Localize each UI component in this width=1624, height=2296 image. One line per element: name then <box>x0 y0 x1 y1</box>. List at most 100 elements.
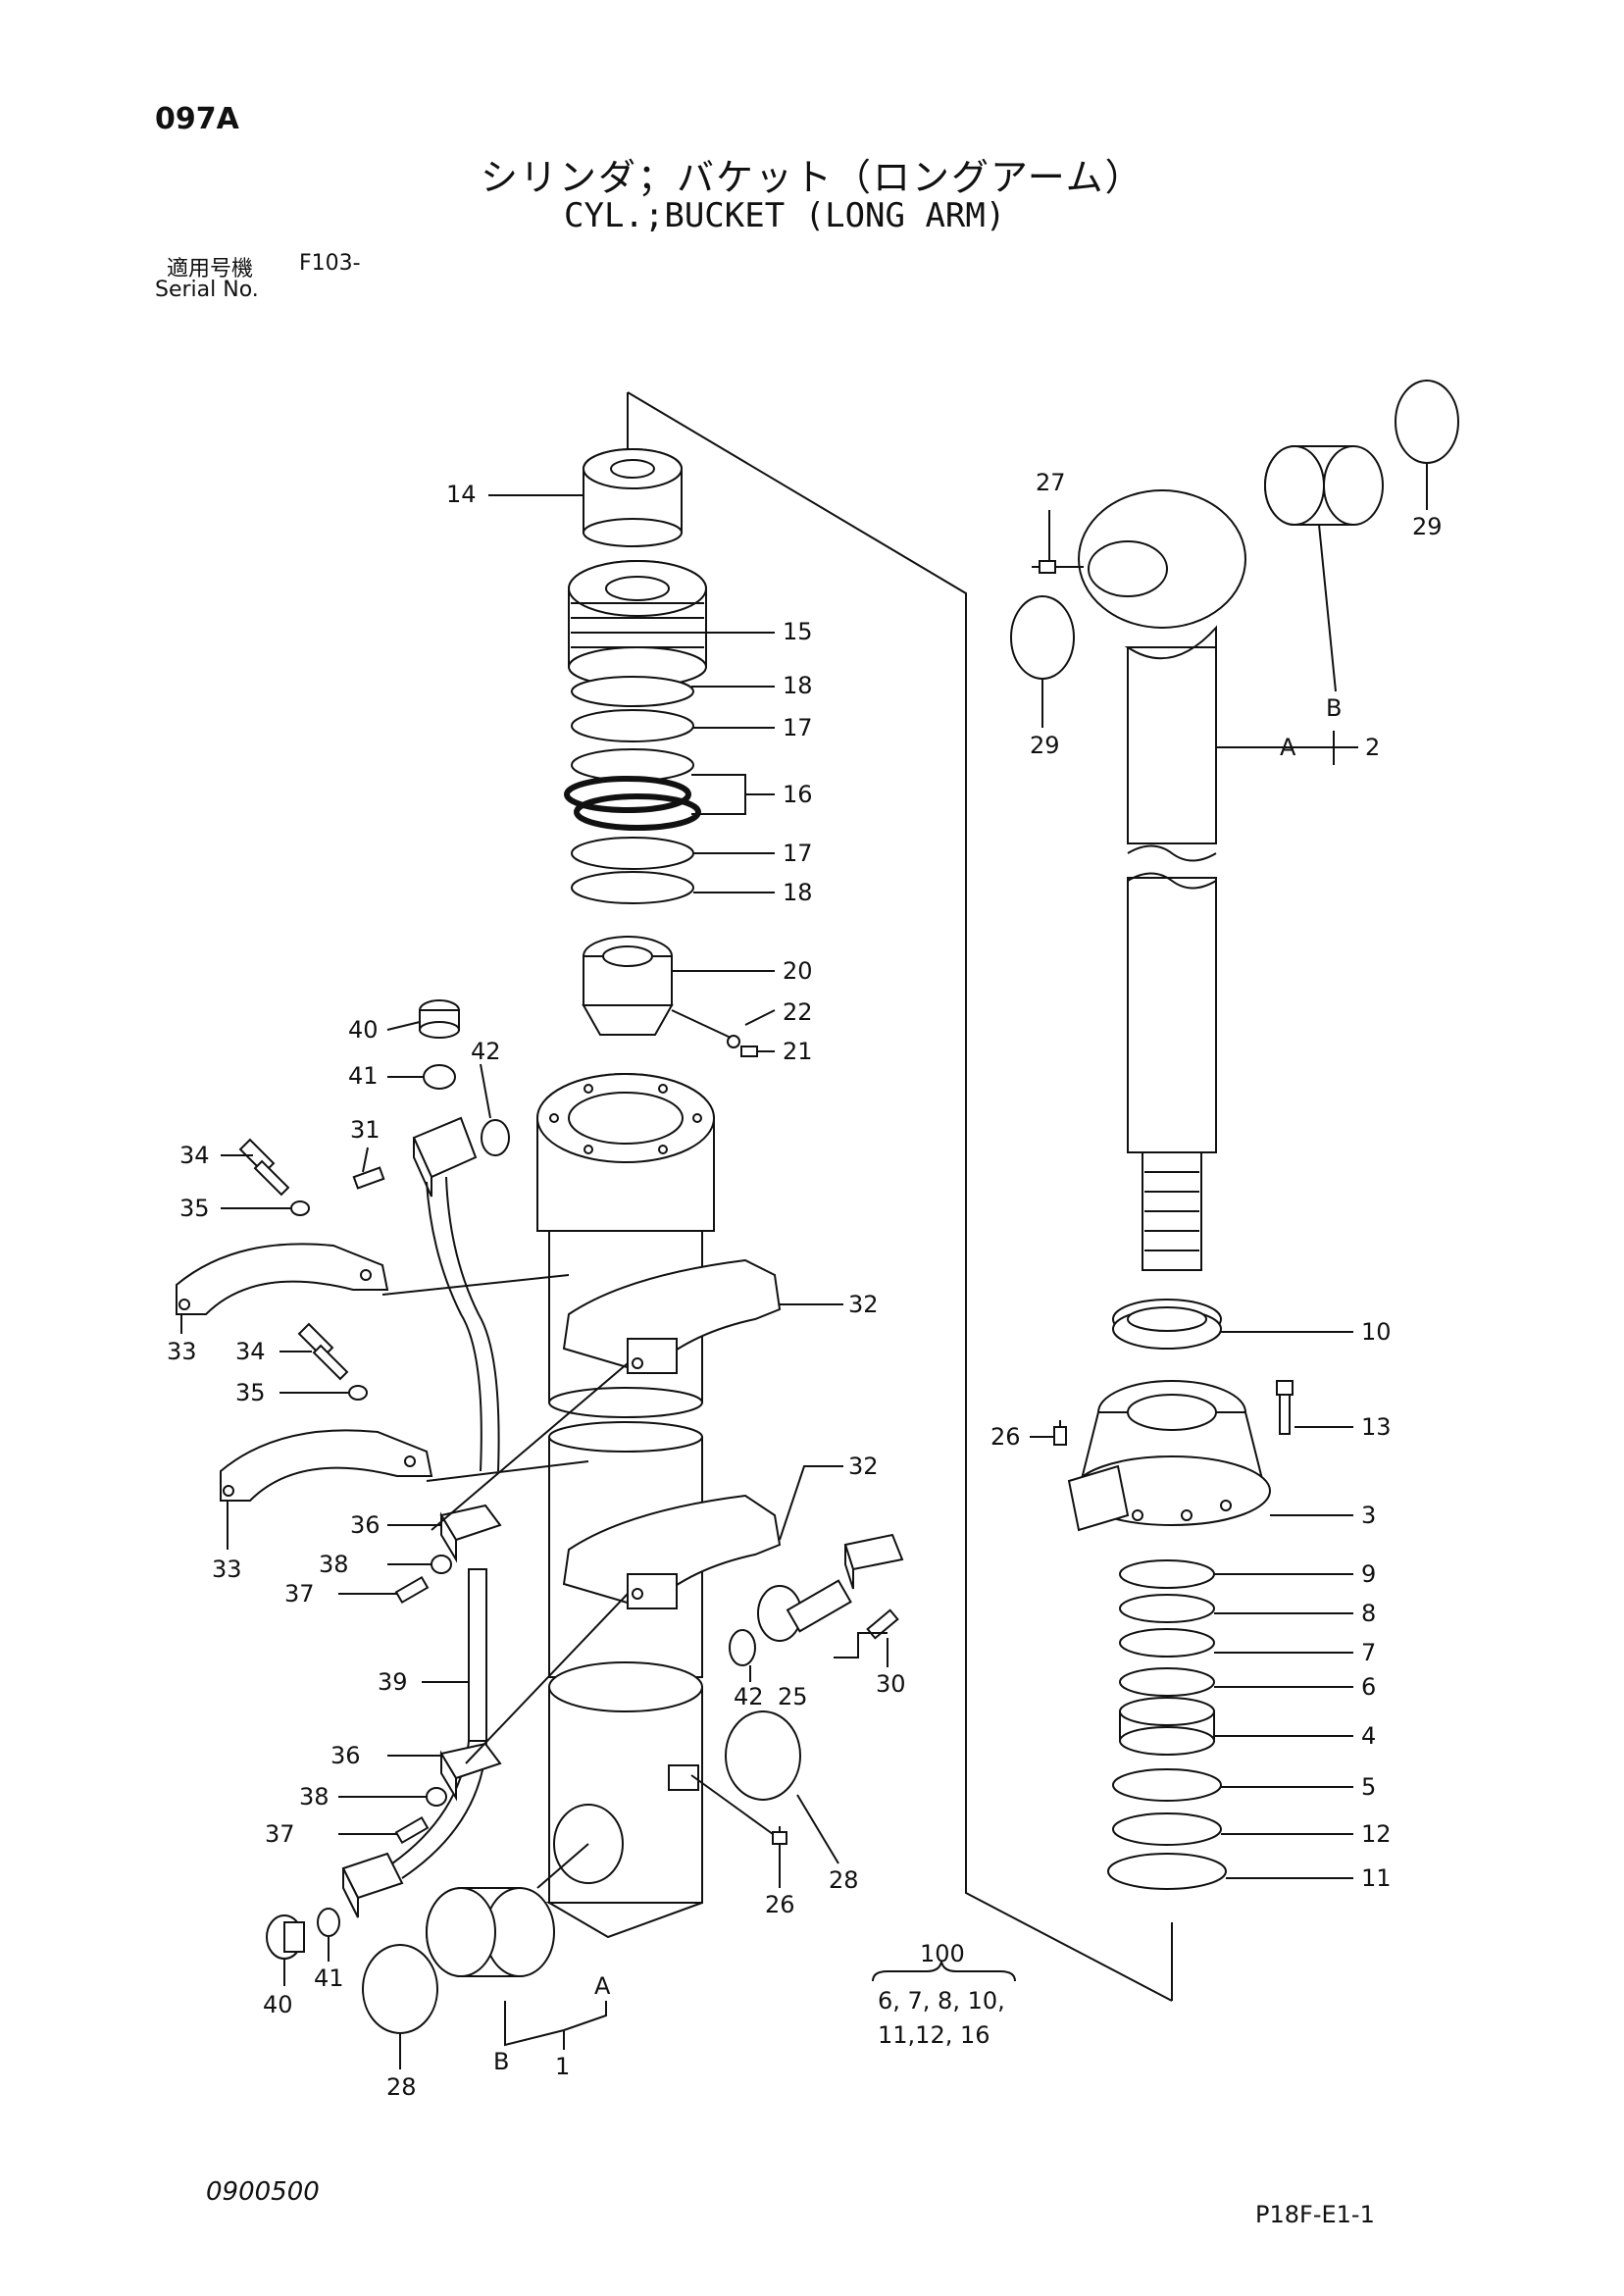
leader-lines <box>180 463 1428 2069</box>
seal-stack-upper <box>564 676 701 904</box>
part-2-piston-rod <box>1078 489 1246 1271</box>
callout-35-lower: 35 <box>235 1379 266 1406</box>
part-31-block-upper <box>412 1116 500 1472</box>
title-english: CYL.;BUCKET (LONG ARM) <box>564 196 1006 235</box>
part-29-seal-ring-upper <box>1395 380 1459 464</box>
part-32-clamp-upper <box>562 1258 782 1375</box>
callout-22: 22 <box>783 998 813 1026</box>
part-38-o-ring-upper <box>431 1555 452 1574</box>
callout-37-lower: 37 <box>265 1820 295 1848</box>
mark-a-upper: A <box>1280 734 1296 761</box>
part-37-bolt-lower <box>394 1815 430 1845</box>
mark-a-lower: A <box>594 1972 611 2000</box>
part-25-fitting <box>757 1533 904 1642</box>
callout-38-lower: 38 <box>299 1783 330 1811</box>
title-japanese: シリンダ；バケット（ロングアーム） <box>481 156 1144 199</box>
callout-29-upper: 29 <box>1412 513 1443 540</box>
serial-label-japanese: 適用号機 <box>167 257 254 281</box>
callout-15: 15 <box>783 618 813 645</box>
callout-11: 11 <box>1361 1864 1392 1892</box>
callout-28-lower-left: 28 <box>386 2073 417 2101</box>
callout-3: 3 <box>1361 1502 1376 1529</box>
callout-42-upper: 42 <box>471 1038 501 1065</box>
part-31-bolt <box>352 1166 385 1190</box>
part-14-bushing <box>583 448 683 547</box>
part-40-plug-upper <box>419 999 460 1039</box>
part-3-rod-cover <box>1067 1380 1271 1532</box>
callout-8: 8 <box>1361 1600 1376 1627</box>
callout-30: 30 <box>876 1670 906 1698</box>
part-34-bolt-lower <box>297 1322 349 1381</box>
callout-21: 21 <box>783 1038 813 1065</box>
callout-41-upper: 41 <box>348 1062 379 1090</box>
callout-41-lower: 41 <box>314 1964 344 1992</box>
part-22-steel-ball <box>727 1035 740 1048</box>
callout-labels: 14 15 18 17 16 17 18 20 22 21 40 41 42 3… <box>167 469 1443 2101</box>
callout-2: 2 <box>1365 734 1380 761</box>
part-21-set-screw <box>740 1046 758 1057</box>
part-36-holder-upper <box>439 1504 502 1563</box>
part-38-o-ring-lower <box>426 1787 447 1807</box>
callout-7: 7 <box>1361 1639 1376 1666</box>
callout-10: 10 <box>1361 1318 1392 1346</box>
part-33-half-clamp-lower <box>220 1429 433 1502</box>
callout-17-lower: 17 <box>783 840 813 867</box>
callout-18-upper: 18 <box>783 672 813 699</box>
part-37-bolt-upper <box>394 1575 430 1605</box>
part-26-grease-fitting-lower <box>772 1826 787 1845</box>
cylinder-tube <box>536 1073 715 1939</box>
callout-20: 20 <box>783 957 813 985</box>
part-28-seal-ring-lower-left <box>362 1944 438 2034</box>
callout-34-upper: 34 <box>179 1142 210 1169</box>
part-29-seal-ring-lower <box>1010 595 1075 680</box>
callout-31: 31 <box>350 1116 381 1144</box>
part-35-washer-lower <box>348 1385 368 1401</box>
serial-model: F103- <box>299 251 361 276</box>
callout-5: 5 <box>1361 1773 1376 1801</box>
callout-4: 4 <box>1361 1722 1376 1750</box>
part-41-o-ring-lower <box>317 1908 340 1937</box>
callout-13: 13 <box>1361 1413 1392 1441</box>
callout-27: 27 <box>1036 469 1066 496</box>
callout-39: 39 <box>378 1668 408 1696</box>
callout-36-lower: 36 <box>330 1742 361 1769</box>
part-41-o-ring-upper <box>423 1064 456 1090</box>
part-31-block-lower <box>341 1852 404 1918</box>
part-2-rod-bushing <box>1264 445 1384 526</box>
part-28-seal-ring-right <box>725 1710 801 1801</box>
part-13-bolt <box>1276 1380 1294 1435</box>
callout-29-lower: 29 <box>1030 732 1060 759</box>
callout-33-lower: 33 <box>212 1556 242 1583</box>
callout-16: 16 <box>783 781 813 808</box>
callout-40-lower: 40 <box>263 1991 293 2018</box>
callout-36-upper: 36 <box>350 1511 381 1539</box>
page-code: 097A <box>155 102 239 136</box>
part-33-half-clamp-upper <box>176 1243 389 1315</box>
part-36-holder-lower <box>439 1742 502 1802</box>
part-20-nut <box>582 936 674 1036</box>
serial-label-english: Serial No. <box>155 278 259 302</box>
seal-stack-lower <box>1107 1559 1227 1890</box>
part-10-dust-seal <box>1112 1299 1222 1350</box>
mark-b-lower: B <box>493 2048 509 2075</box>
part-15-cylinder-head <box>568 560 707 688</box>
callout-37-upper: 37 <box>284 1580 315 1607</box>
callout-12: 12 <box>1361 1820 1392 1848</box>
callout-26-lower: 26 <box>765 1891 795 1918</box>
callout-40-upper: 40 <box>348 1016 379 1044</box>
callout-9: 9 <box>1361 1560 1376 1588</box>
callout-18-lower: 18 <box>783 879 813 906</box>
document-number: 0900500 <box>206 2177 320 2207</box>
part-42-o-ring-upper <box>481 1119 510 1156</box>
assembly-outline <box>627 391 1173 2002</box>
part-40-plug-lower <box>266 1914 305 1960</box>
part-34-bolt-upper <box>238 1138 290 1197</box>
part-39-pipe <box>391 1568 487 1879</box>
callout-38-upper: 38 <box>319 1551 349 1578</box>
kit-line-1: 6, 7, 8, 10, <box>878 1987 1005 2015</box>
callout-42-lower: 42 <box>734 1683 764 1710</box>
callout-32-lower: 32 <box>848 1453 879 1480</box>
callout-35-upper: 35 <box>179 1195 210 1222</box>
callout-32-upper: 32 <box>848 1291 879 1318</box>
